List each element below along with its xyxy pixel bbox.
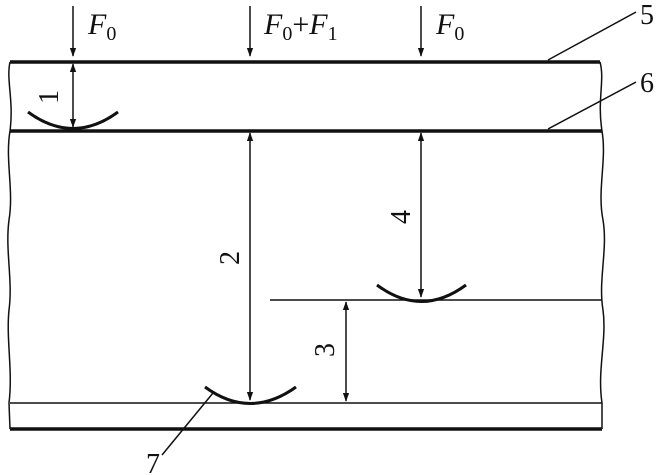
- label-5: 5: [640, 0, 654, 31]
- leader-5: [547, 11, 637, 61]
- specimen-outline: [7, 60, 606, 431]
- label-3: 3: [310, 343, 341, 357]
- leader-lines: [161, 11, 637, 456]
- leader-6: [547, 81, 637, 130]
- indentation-preload: [27, 110, 119, 130]
- indentations: [27, 110, 467, 405]
- right-force-label: F0: [435, 8, 464, 45]
- label-6: 6: [640, 68, 654, 99]
- middle-force-label: F0+F1: [263, 8, 338, 45]
- force-arrows: [69, 6, 425, 57]
- label-4: 4: [386, 210, 417, 224]
- left-break-edge: [7, 61, 12, 430]
- label-1: 1: [34, 90, 65, 104]
- indentation-full-load: [204, 385, 297, 405]
- leader-7: [161, 392, 214, 456]
- label-2: 2: [215, 251, 246, 265]
- left-force-label: F0: [87, 8, 116, 45]
- dimension-arrows: [69, 63, 425, 402]
- label-7: 7: [146, 449, 160, 475]
- right-break-edge: [599, 61, 606, 429]
- indentation-recovered: [376, 283, 467, 303]
